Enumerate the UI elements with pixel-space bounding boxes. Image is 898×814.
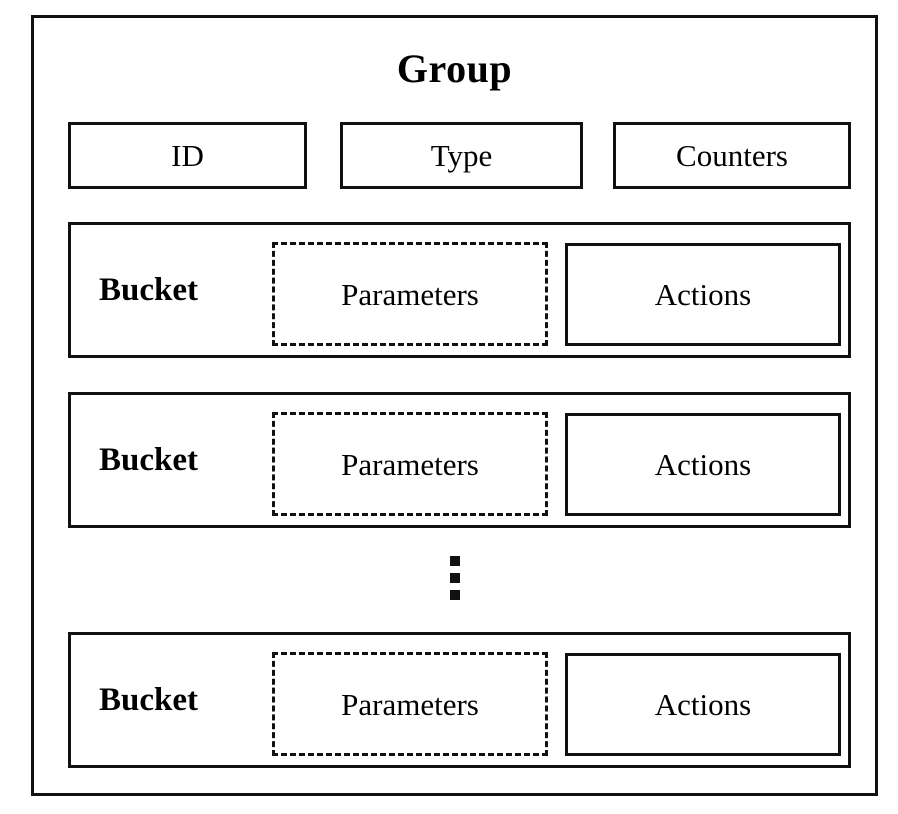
parameters-label: Parameters [341, 276, 479, 312]
actions-label: Actions [654, 687, 752, 722]
ellipsis-dot [449, 573, 460, 583]
vertical-ellipsis-icon [34, 546, 875, 610]
field-box-type: Type [340, 122, 583, 189]
parameters-box: Parameters [272, 412, 548, 516]
field-box-id: ID [68, 122, 307, 189]
parameters-box: Parameters [272, 242, 548, 346]
bucket-label: Bucket [99, 271, 198, 308]
parameters-label: Parameters [341, 686, 479, 722]
ellipsis-dot [449, 556, 460, 566]
actions-label: Actions [654, 277, 752, 312]
bucket-row: Bucket Parameters Actions [68, 222, 851, 358]
actions-box: Actions [565, 413, 841, 516]
bucket-row: Bucket Parameters Actions [68, 632, 851, 768]
group-header-fields: ID Type Counters [68, 122, 851, 189]
parameters-box: Parameters [272, 652, 548, 756]
actions-box: Actions [565, 243, 841, 346]
bucket-label: Bucket [99, 681, 198, 718]
group-title: Group [396, 46, 513, 91]
bucket-row: Bucket Parameters Actions [68, 392, 851, 528]
parameters-label: Parameters [341, 446, 479, 482]
actions-label: Actions [654, 447, 752, 482]
field-label-counters: Counters [676, 138, 788, 173]
ellipsis-dot [449, 590, 460, 600]
field-label-id: ID [171, 138, 204, 173]
field-label-type: Type [430, 138, 493, 173]
field-box-counters: Counters [613, 122, 851, 189]
bucket-label: Bucket [99, 441, 198, 478]
actions-box: Actions [565, 653, 841, 756]
group-container: Group ID Type Counters Bucket Parameters… [31, 15, 878, 796]
